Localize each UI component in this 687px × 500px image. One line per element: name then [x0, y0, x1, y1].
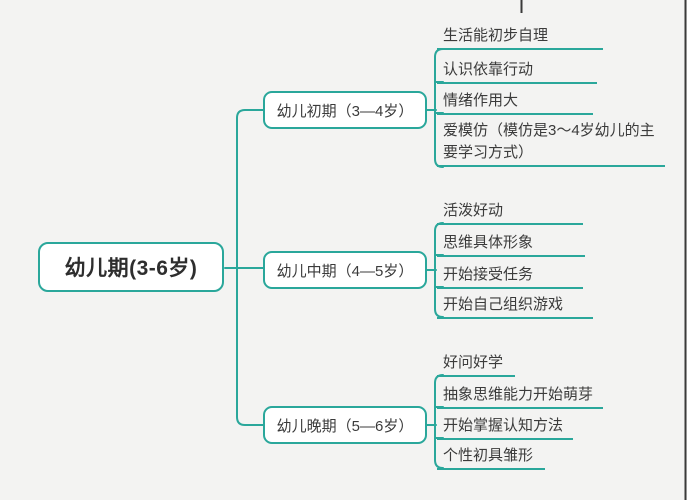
root-node[interactable]: 幼儿期(3-6岁): [38, 242, 224, 292]
leaf-topic[interactable]: 开始自己组织游戏: [437, 294, 593, 319]
branch-node-late[interactable]: 幼儿晚期（5—6岁）: [263, 406, 427, 444]
leaf-topic[interactable]: 认识依靠行动: [437, 59, 597, 84]
connector-trunk: [236, 109, 264, 426]
leaf-topic[interactable]: 开始接受任务: [437, 264, 583, 289]
leaf-topic[interactable]: 开始掌握认知方法: [437, 415, 573, 440]
leaf-topic[interactable]: 爱模仿（模仿是3～4岁幼儿的主要学习方式）: [437, 120, 665, 167]
leaf-topic[interactable]: 情绪作用大: [437, 90, 593, 115]
branch-node-early[interactable]: 幼儿初期（3—4岁）: [263, 91, 427, 129]
branch-node-middle[interactable]: 幼儿中期（4—5岁）: [263, 251, 427, 289]
leaf-topic[interactable]: 个性初具雏形: [437, 445, 545, 470]
leaf-topic[interactable]: 活泼好动: [437, 200, 583, 225]
leaf-topic[interactable]: 抽象思维能力开始萌芽: [437, 384, 603, 409]
leaf-topic[interactable]: 好问好学: [437, 352, 515, 377]
leaf-topic[interactable]: 生活能初步自理: [437, 25, 603, 50]
leaf-topic[interactable]: 思维具体形象: [437, 232, 585, 257]
